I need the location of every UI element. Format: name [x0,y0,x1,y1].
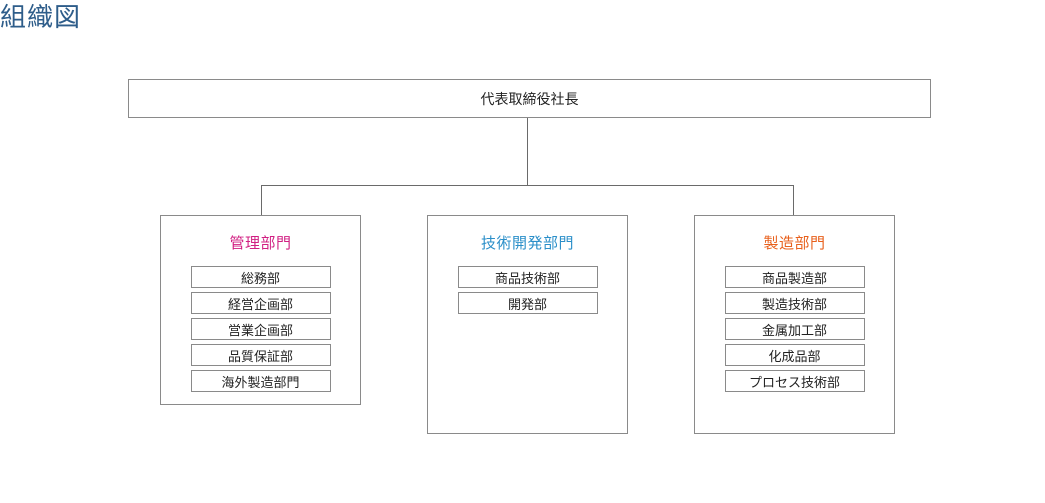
connector-vertical-main [527,118,528,186]
unit-box: 営業企画部 [190,318,331,340]
unit-box: 製造技術部 [724,292,865,314]
dept-title-tech-development: 技術開発部門 [480,234,574,252]
unit-box: 総務部 [190,266,331,288]
unit-box: 金属加工部 [724,318,865,340]
unit-box: 化成品部 [724,344,865,366]
dept-box-tech-development: 技術開発部門 商品技術部 開発部 [427,215,628,434]
unit-box: 海外製造部門 [190,370,331,392]
dept-unit-list-management: 総務部 経営企画部 営業企画部 品質保証部 海外製造部門 [161,266,360,392]
dept-unit-list-manufacturing: 商品製造部 製造技術部 金属加工部 化成品部 プロセス技術部 [695,266,894,392]
unit-box: 経営企画部 [190,292,331,314]
page-title: 組織図 [0,3,82,33]
ceo-label: 代表取締役社長 [480,91,579,108]
connector-horizontal [261,185,794,186]
dept-title-management: 管理部門 [229,234,292,252]
connector-left-drop [261,185,262,215]
dept-box-management: 管理部門 総務部 経営企画部 営業企画部 品質保証部 海外製造部門 [160,215,361,405]
unit-box: プロセス技術部 [724,370,865,392]
unit-box: 商品技術部 [457,266,598,288]
dept-title-manufacturing: 製造部門 [763,234,826,252]
unit-box: 商品製造部 [724,266,865,288]
ceo-box: 代表取締役社長 [128,79,931,118]
unit-box: 開発部 [457,292,598,314]
dept-unit-list-tech-development: 商品技術部 開発部 [428,266,627,314]
connector-right-drop [793,185,794,215]
unit-box: 品質保証部 [190,344,331,366]
dept-box-manufacturing: 製造部門 商品製造部 製造技術部 金属加工部 化成品部 プロセス技術部 [694,215,895,434]
